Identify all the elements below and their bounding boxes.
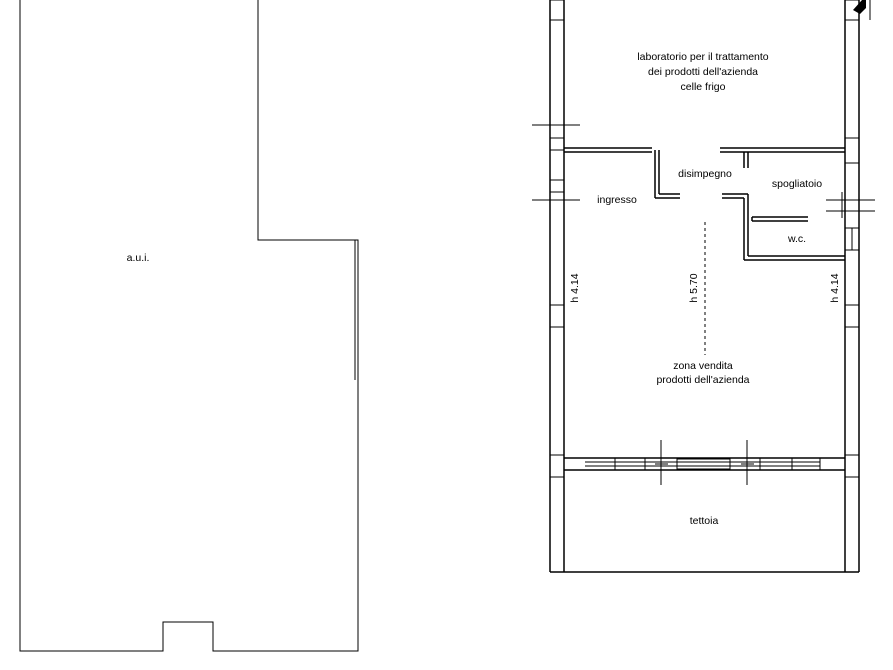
label-zona-vendita-2: prodotti dell'azienda [656, 374, 749, 386]
label-height-center: h 5.70 [688, 273, 700, 302]
aui-building-outline [19, 0, 359, 652]
section-markers [532, 124, 875, 218]
label-height-left: h 4.14 [569, 273, 581, 302]
label-disimpegno: disimpegno [678, 168, 732, 180]
label-aui: a.u.i. [127, 252, 150, 264]
label-ingresso: ingresso [597, 194, 637, 206]
label-laboratorio-2: dei prodotti dell'azienda [648, 66, 758, 78]
right-building-walls [549, 0, 871, 573]
label-laboratorio-3: celle frigo [681, 81, 726, 93]
label-spogliatoio: spogliatoio [772, 178, 822, 190]
label-laboratorio-1: laboratorio per il trattamento [637, 51, 768, 63]
label-tettoia: tettoia [690, 515, 719, 527]
label-height-right: h 4.14 [829, 273, 841, 302]
label-wc: w.c. [787, 233, 806, 245]
label-zona-vendita-1: zona vendita [673, 360, 733, 372]
